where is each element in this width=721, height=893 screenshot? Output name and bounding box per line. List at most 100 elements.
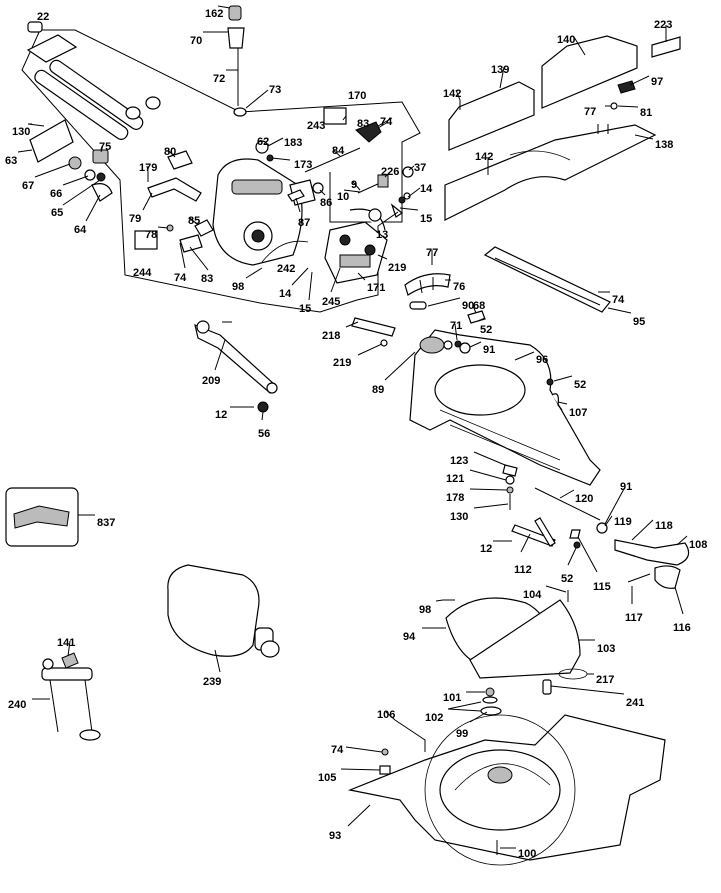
part-number-c62: 62 [257, 136, 269, 148]
part-number-c142b: 142 [475, 151, 493, 163]
arm-bracket [147, 150, 202, 202]
part-number-c106: 106 [377, 709, 395, 721]
label-card-243 [323, 107, 347, 125]
ring-217 [558, 668, 588, 680]
lock-lever [355, 121, 389, 143]
right-small-parts [357, 166, 414, 218]
part-number-c121: 121 [446, 473, 464, 485]
part-number-c77b: 77 [584, 106, 596, 118]
part-number-c107: 107 [569, 407, 587, 419]
part-number-c76: 76 [453, 281, 465, 293]
part-number-c223: 223 [654, 19, 672, 31]
part-number-c15b: 15 [299, 303, 311, 315]
part-number-c242: 242 [277, 263, 295, 275]
bevel-arc [404, 250, 451, 310]
part-number-c142a: 142 [443, 88, 461, 100]
part-number-c226: 226 [381, 166, 399, 178]
part-number-c80: 80 [164, 146, 176, 158]
part-number-c83b: 83 [201, 273, 213, 285]
part-number-c183: 183 [284, 137, 302, 149]
part-number-c141: 141 [57, 637, 75, 649]
part-number-c138: 138 [655, 139, 673, 151]
part-number-c118: 118 [655, 520, 673, 532]
part-number-c179: 179 [139, 162, 157, 174]
motor-housing [212, 158, 316, 266]
part-number-c130b: 130 [450, 511, 468, 523]
part-number-c67: 67 [22, 180, 34, 192]
part-number-c72: 72 [213, 73, 225, 85]
part-number-c219a: 219 [388, 262, 406, 274]
part-number-c100: 100 [518, 848, 536, 860]
part-number-c22: 22 [37, 11, 49, 23]
part-number-c71: 71 [450, 320, 462, 332]
part-number-c115: 115 [593, 581, 611, 593]
nut-91a [459, 342, 471, 354]
guard-strip-242 [261, 240, 309, 263]
part-number-c74c: 74 [612, 294, 625, 306]
part-number-c83a: 83 [357, 118, 369, 130]
knob-rod-assembly [227, 5, 247, 117]
part-number-c139: 139 [491, 64, 509, 76]
part-number-c73: 73 [269, 84, 281, 96]
part-number-c101: 101 [443, 692, 461, 704]
part-number-c70: 70 [190, 35, 202, 47]
part-number-c116: 116 [673, 622, 691, 634]
part-number-c74d: 74 [331, 744, 344, 756]
part-number-c85: 85 [188, 215, 200, 227]
part-number-c102: 102 [425, 712, 443, 724]
part-number-c87: 87 [298, 217, 310, 229]
guide-rails [26, 21, 161, 140]
part-number-c119: 119 [614, 516, 632, 528]
part-number-c74b: 74 [174, 272, 187, 284]
part-number-c96: 96 [536, 354, 548, 366]
part-number-c63: 63 [5, 155, 17, 167]
part-number-c89: 89 [372, 384, 384, 396]
part-number-c66: 66 [50, 188, 62, 200]
part-number-c94: 94 [403, 631, 416, 643]
part-number-c14a: 14 [420, 183, 433, 195]
part-number-c112: 112 [514, 564, 532, 576]
part-number-c120: 120 [575, 493, 593, 505]
part-number-c244: 244 [133, 267, 152, 279]
part-number-c37: 37 [414, 162, 426, 174]
part-number-c239: 239 [203, 676, 221, 688]
part-number-c90: 90 [462, 300, 474, 312]
part-number-c837: 837 [97, 517, 115, 529]
part-number-c219b: 219 [333, 357, 351, 369]
part-number-c86: 86 [320, 197, 332, 209]
dust-bag-239 [167, 564, 280, 658]
part-number-c123: 123 [450, 455, 468, 467]
part-number-c68: 68 [473, 300, 485, 312]
part-number-c56: 56 [258, 428, 270, 440]
detent-assembly [497, 464, 690, 589]
part-number-c241: 241 [626, 697, 644, 709]
part-number-c52a: 52 [480, 324, 492, 336]
inset-box-837 [5, 487, 95, 547]
part-number-c75: 75 [99, 141, 111, 153]
part-number-c64: 64 [74, 224, 87, 236]
part-number-c77a: 77 [426, 247, 438, 259]
trunnion-bracket [324, 208, 388, 284]
part-number-c74a: 74 [380, 116, 393, 128]
part-number-c52b: 52 [574, 379, 586, 391]
part-number-c81: 81 [640, 107, 652, 119]
part-number-c97: 97 [651, 76, 663, 88]
part-number-c9: 9 [351, 179, 357, 191]
nut-56 [257, 401, 269, 413]
part-number-c245: 245 [322, 296, 340, 308]
part-number-c91b: 91 [620, 481, 632, 493]
part-number-c79: 79 [129, 213, 141, 225]
part-number-c98a: 98 [232, 281, 244, 293]
part-number-c93: 93 [329, 830, 341, 842]
screw-52a [454, 340, 462, 348]
part-number-c217: 217 [596, 674, 614, 686]
part-number-c173: 173 [294, 159, 312, 171]
long-bolt-84 [304, 147, 361, 173]
part-number-c117: 117 [625, 612, 643, 624]
part-number-c14b: 14 [279, 288, 292, 300]
part-number-c52c: 52 [561, 573, 573, 585]
pivot-shaft [351, 317, 396, 347]
part-number-c15a: 15 [420, 213, 432, 225]
kerf-plates [443, 590, 581, 679]
